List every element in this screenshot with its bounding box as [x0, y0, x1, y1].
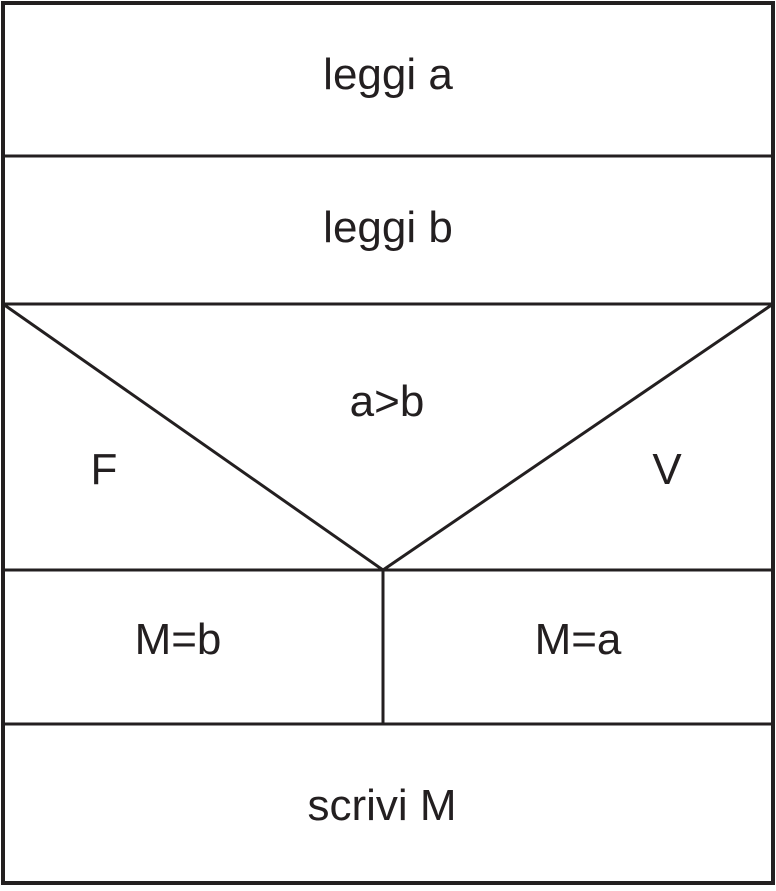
decision-false-label: F	[90, 445, 118, 494]
true-branch-assignment: M=a	[534, 615, 622, 664]
decision-diagonal-right	[382, 302, 774, 572]
step-write-m: scrivi M	[307, 781, 457, 830]
step-read-b: leggi b	[323, 203, 453, 252]
decision-true-label: V	[652, 445, 682, 494]
decision-condition: a>b	[349, 377, 425, 426]
step-read-a: leggi a	[323, 50, 453, 99]
decision-diagonal-left	[2, 302, 384, 572]
false-branch-assignment: M=b	[134, 615, 222, 664]
